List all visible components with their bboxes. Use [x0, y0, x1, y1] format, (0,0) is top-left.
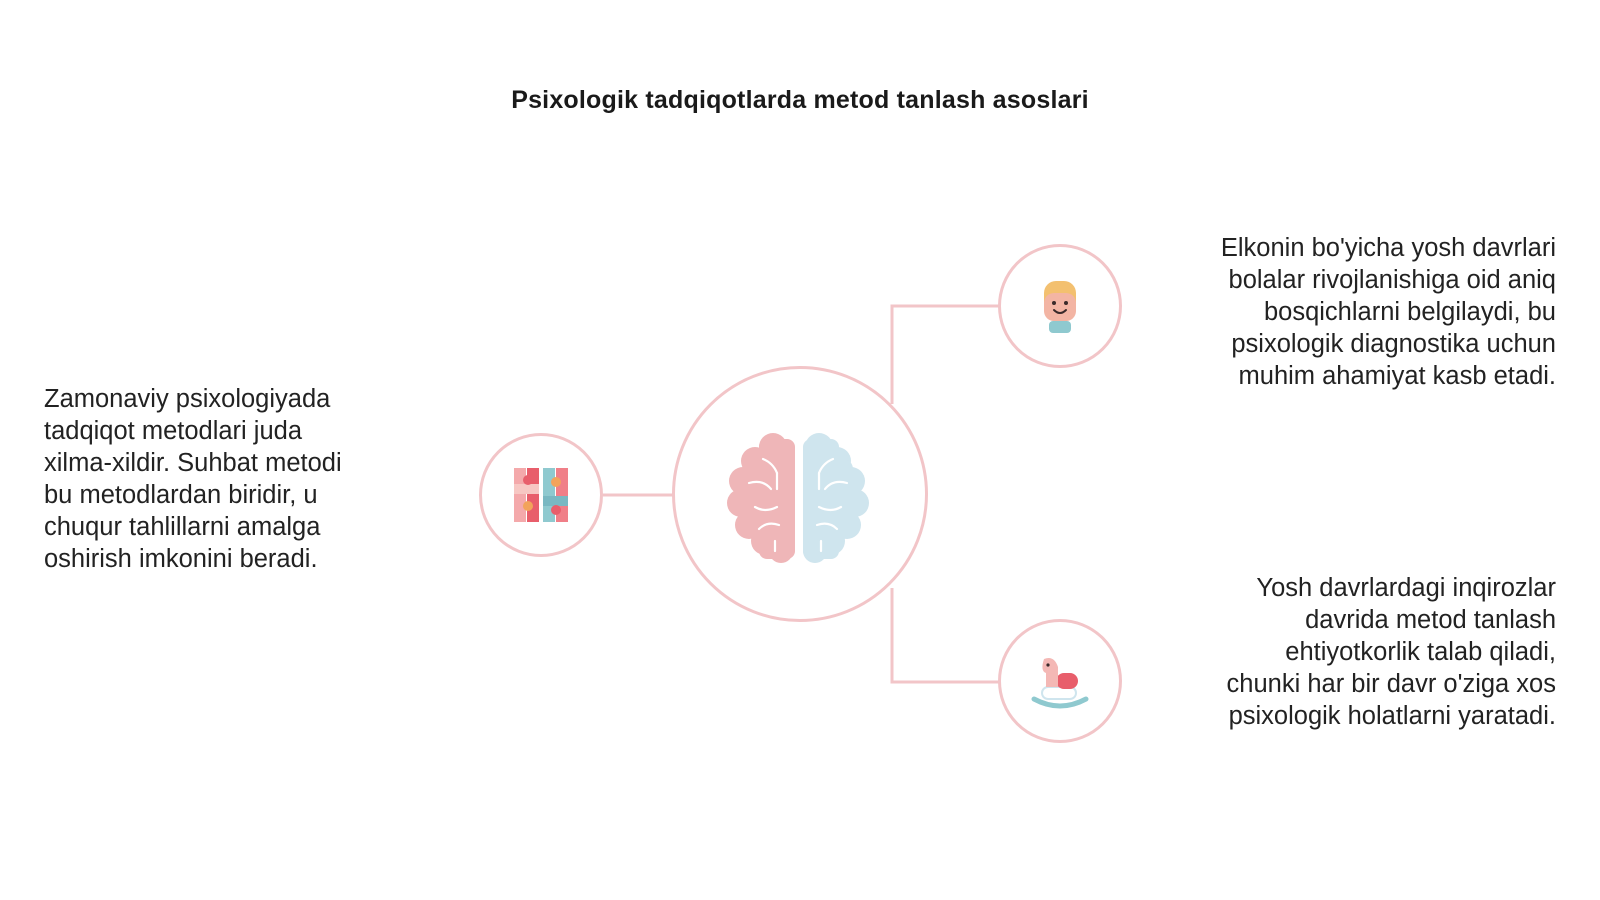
center-node [672, 366, 928, 622]
puzzle-icon [514, 468, 568, 522]
left-node [479, 433, 603, 557]
rocking-horse-icon [1031, 658, 1089, 709]
page-title: Psixologik tadqiqotlarda metod tanlash a… [511, 86, 1089, 114]
bottom-right-node [998, 619, 1122, 743]
brain-icon [727, 433, 869, 563]
top-right-node [998, 244, 1122, 368]
connector-top-right [890, 304, 999, 404]
description-bottom-right: Yosh davrlardagi inqirozlar davrida meto… [1226, 574, 1556, 730]
description-left: Zamonaviy psixologiyada tadqiqot metodla… [44, 385, 342, 573]
connector-bottom-right [890, 588, 999, 684]
description-top-right: Elkonin bo'yicha yosh davrlari bolalar r… [1220, 234, 1556, 390]
child-face-icon [1044, 281, 1076, 333]
